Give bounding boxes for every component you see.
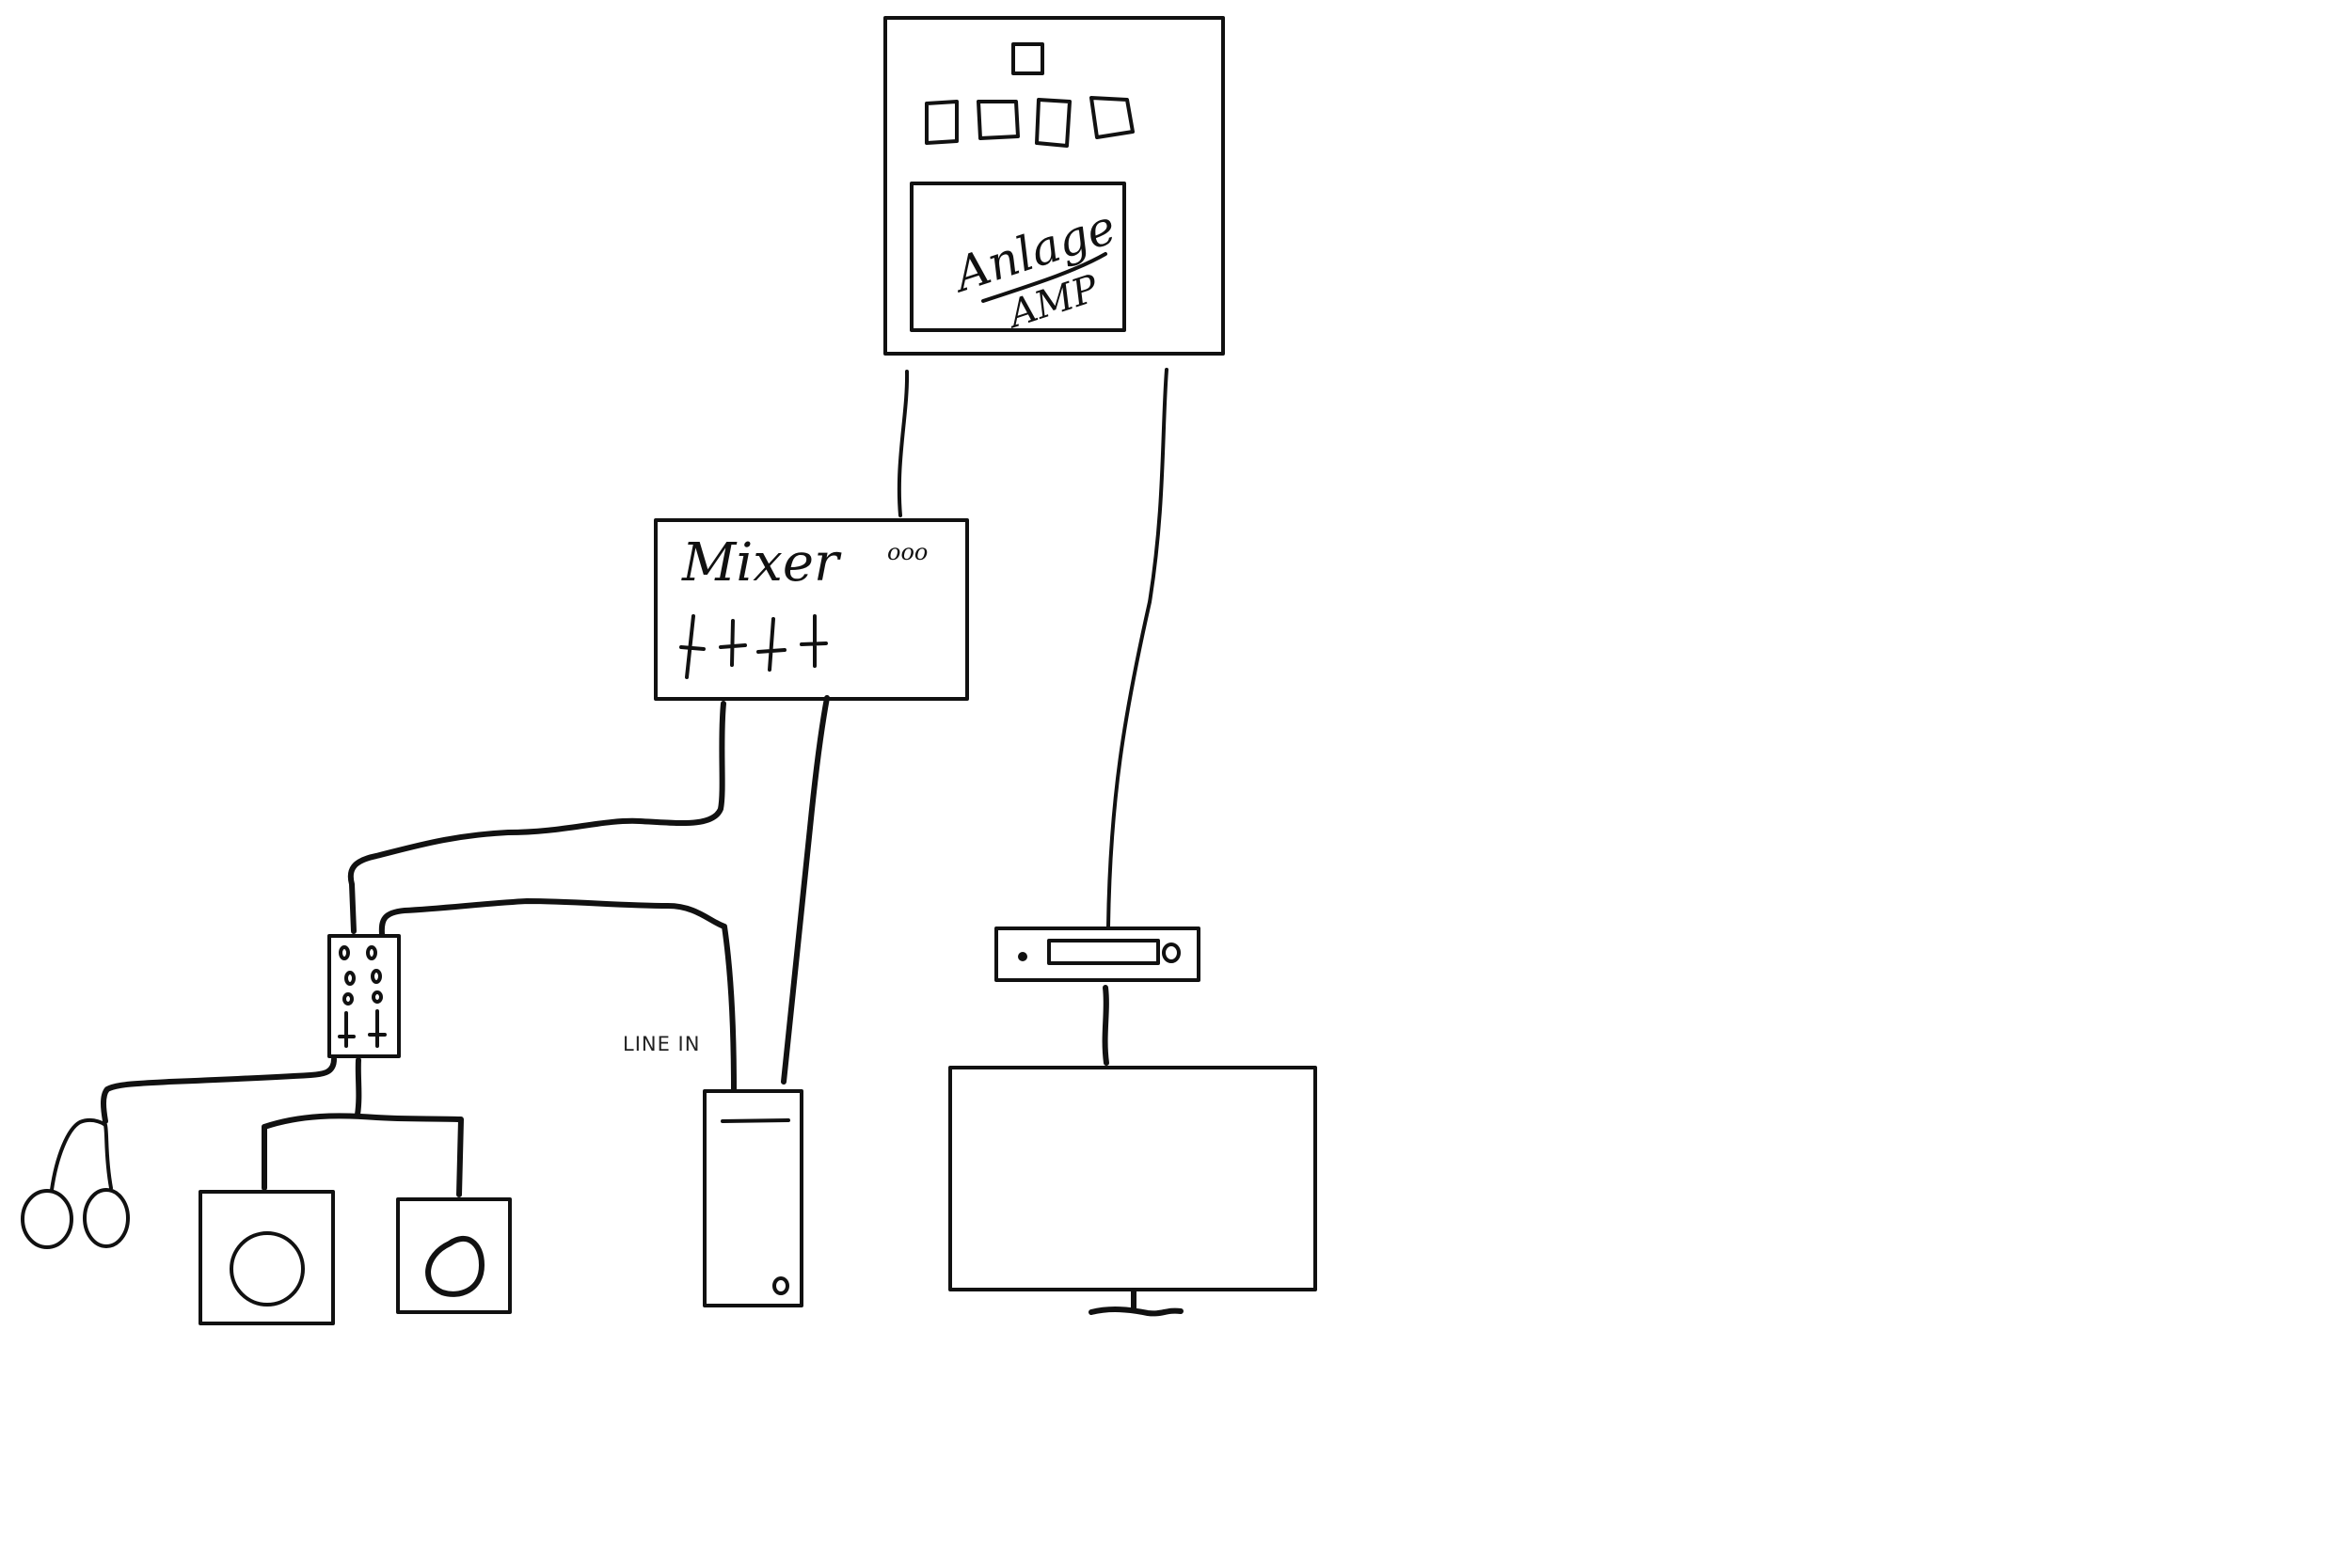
tv-screen	[948, 1066, 1317, 1291]
amp-buttons	[925, 96, 1135, 148]
cable-mixer-to-computer	[781, 695, 830, 1085]
mixer-knobs: ooo	[887, 539, 928, 565]
small-mixer-faders	[338, 1009, 387, 1048]
mixer-faders	[679, 614, 828, 679]
speaker-left-cone	[230, 1231, 305, 1307]
amp-display-panel	[910, 182, 1126, 332]
mixer-label: Mixer	[681, 532, 842, 594]
cable-small-mixer-to-line-in	[378, 898, 737, 1092]
mixer: Mixer ooo	[654, 518, 969, 701]
cable-amp-to-mixer	[897, 370, 910, 517]
cable-mixer-to-small-mixer	[347, 701, 726, 934]
amp-rack: Anlage AMP	[883, 16, 1225, 356]
cable-monitors-branch	[262, 1113, 464, 1197]
tv-stand	[1089, 1289, 1184, 1317]
receiver-knob	[1162, 942, 1181, 963]
headphone-right-cup	[83, 1188, 130, 1248]
monitor-speaker-right	[396, 1197, 512, 1314]
speaker-right-cone	[425, 1236, 485, 1297]
computer-drive-slot	[721, 1118, 790, 1123]
receiver	[994, 927, 1200, 982]
computer-tower: LINE IN	[623, 1033, 803, 1307]
cable-amp-to-receiver	[1106, 368, 1168, 928]
receiver-led	[1018, 952, 1027, 961]
amp-top-indicator	[1011, 42, 1044, 75]
small-mixer	[327, 934, 401, 1058]
computer-power-button	[772, 1276, 789, 1295]
tv	[948, 1066, 1317, 1317]
headphones	[21, 1117, 130, 1249]
headphone-left-cup	[21, 1189, 73, 1249]
monitor-speaker-left	[199, 1190, 335, 1325]
receiver-display	[1047, 939, 1160, 965]
cable-small-mixer-to-headphones	[101, 1056, 337, 1124]
line-in-label: LINE IN	[623, 1033, 700, 1055]
cable-receiver-to-tv	[1102, 985, 1109, 1066]
small-mixer-knobs	[339, 945, 383, 1006]
